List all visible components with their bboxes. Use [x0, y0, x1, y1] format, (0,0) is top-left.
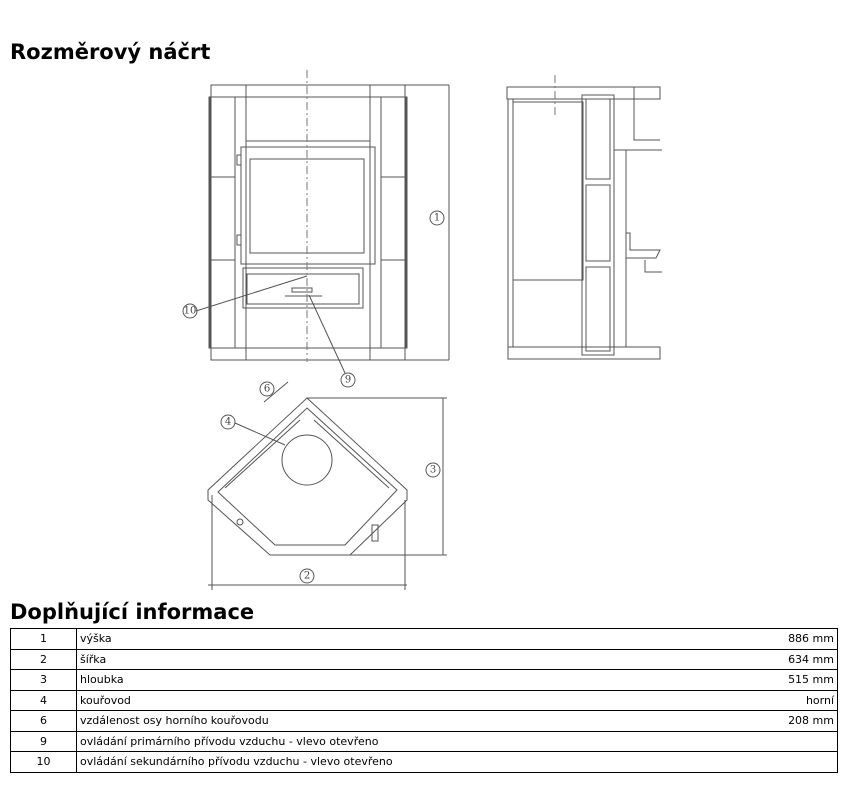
row-number: 2 [10, 648, 77, 670]
row-number: 9 [10, 730, 77, 752]
callout-1: 1 [434, 213, 440, 224]
callout-4: 4 [225, 417, 231, 428]
row-label: výška [76, 628, 711, 650]
row-number: 6 [10, 710, 77, 732]
top-view: 3 2 4 6 [207, 381, 447, 590]
row-value [711, 751, 838, 773]
row-label: hloubka [76, 669, 711, 691]
row-value: 634 mm [711, 648, 838, 670]
row-value [711, 730, 838, 752]
row-label: vzdálenost osy horního kouřovodu [76, 710, 711, 732]
dimension-drawing: 1 10 9 3 2 4 [182, 70, 662, 590]
callout-10: 10 [184, 306, 197, 317]
row-value: 886 mm [711, 628, 838, 650]
row-number: 1 [10, 628, 77, 650]
row-number: 10 [10, 751, 77, 773]
row-value: 208 mm [711, 710, 838, 732]
callout-9: 9 [345, 375, 351, 386]
row-value: horní [711, 689, 838, 711]
row-number: 3 [10, 669, 77, 691]
row-label: ovládání primárního přívodu vzduchu - vl… [76, 730, 711, 752]
section-heading-additional-info: Doplňující informace [10, 600, 255, 624]
callout-3: 3 [430, 465, 436, 476]
row-value: 515 mm [711, 669, 838, 691]
row-label: kouřovod [76, 689, 711, 711]
side-view [506, 75, 662, 360]
row-label: šířka [76, 648, 711, 670]
callout-6: 6 [264, 384, 270, 395]
section-heading-dimension-sketch: Rozměrový náčrt [10, 40, 211, 64]
row-label: ovládání sekundárního přívodu vzduchu - … [76, 751, 711, 773]
callout-2: 2 [304, 571, 310, 582]
row-number: 4 [10, 689, 77, 711]
front-view: 1 10 9 [182, 70, 450, 388]
